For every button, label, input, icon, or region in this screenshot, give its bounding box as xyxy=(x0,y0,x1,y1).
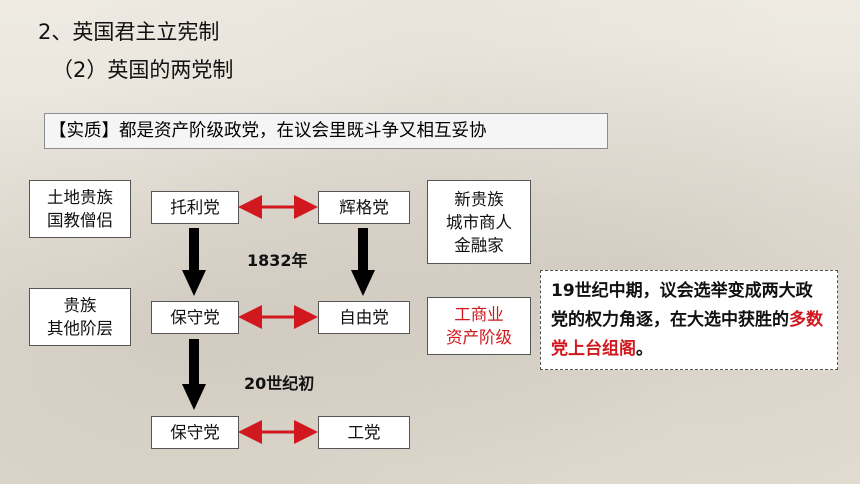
evolution-arrow-whig xyxy=(351,228,375,296)
party-box-labour: 工党 xyxy=(318,416,410,449)
essence-tag: 【实质】 xyxy=(49,121,119,141)
support-line: 新贵族 xyxy=(454,189,504,209)
party-box-conservative-20c: 保守党 xyxy=(151,416,239,449)
note-highlight: 多数党上台组阁 xyxy=(551,310,823,359)
note-end: 。 xyxy=(636,339,653,359)
party-box-conservative: 保守党 xyxy=(151,301,239,334)
support-box-whig: 新贵族 城市商人 金融家 xyxy=(427,180,531,264)
section-title: 2、英国君主立宪制 xyxy=(38,20,220,44)
support-line: 土地贵族 xyxy=(47,188,113,207)
support-line: 金融家 xyxy=(454,235,504,255)
support-line: 国教僧侣 xyxy=(47,211,113,230)
support-box-liberal: 工商业 资产阶级 xyxy=(427,297,531,355)
support-line: 贵族 xyxy=(63,296,97,315)
essence-banner: 【实质】都是资产阶级政党，在议会里既斗争又相互妥协 xyxy=(44,113,608,149)
subsection-title: （2）英国的两党制 xyxy=(52,58,234,82)
year-label-1832: 1832年 xyxy=(247,251,308,270)
support-line: 工商业 xyxy=(454,305,504,324)
note-text: 19世纪中期，议会选举变成两大政党的权力角逐，在大选中获胜的 xyxy=(551,281,813,330)
essence-text: 都是资产阶级政党，在议会里既斗争又相互妥协 xyxy=(119,121,487,141)
year-label-20c: 20世纪初 xyxy=(244,374,315,393)
support-box-tory: 土地贵族 国教僧侣 xyxy=(29,180,131,238)
evolution-arrow-conservative xyxy=(182,339,206,410)
note-box: 19世纪中期，议会选举变成两大政党的权力角逐，在大选中获胜的多数党上台组阁。 xyxy=(540,270,838,370)
support-box-conservative: 贵族 其他阶层 xyxy=(29,288,131,346)
evolution-arrow-tory xyxy=(182,228,206,296)
party-box-liberal: 自由党 xyxy=(318,301,410,334)
support-line: 其他阶层 xyxy=(47,319,113,338)
party-box-tory: 托利党 xyxy=(151,191,239,224)
party-box-whig: 辉格党 xyxy=(318,191,410,224)
support-line: 城市商人 xyxy=(446,212,512,232)
support-line: 资产阶级 xyxy=(446,328,512,347)
